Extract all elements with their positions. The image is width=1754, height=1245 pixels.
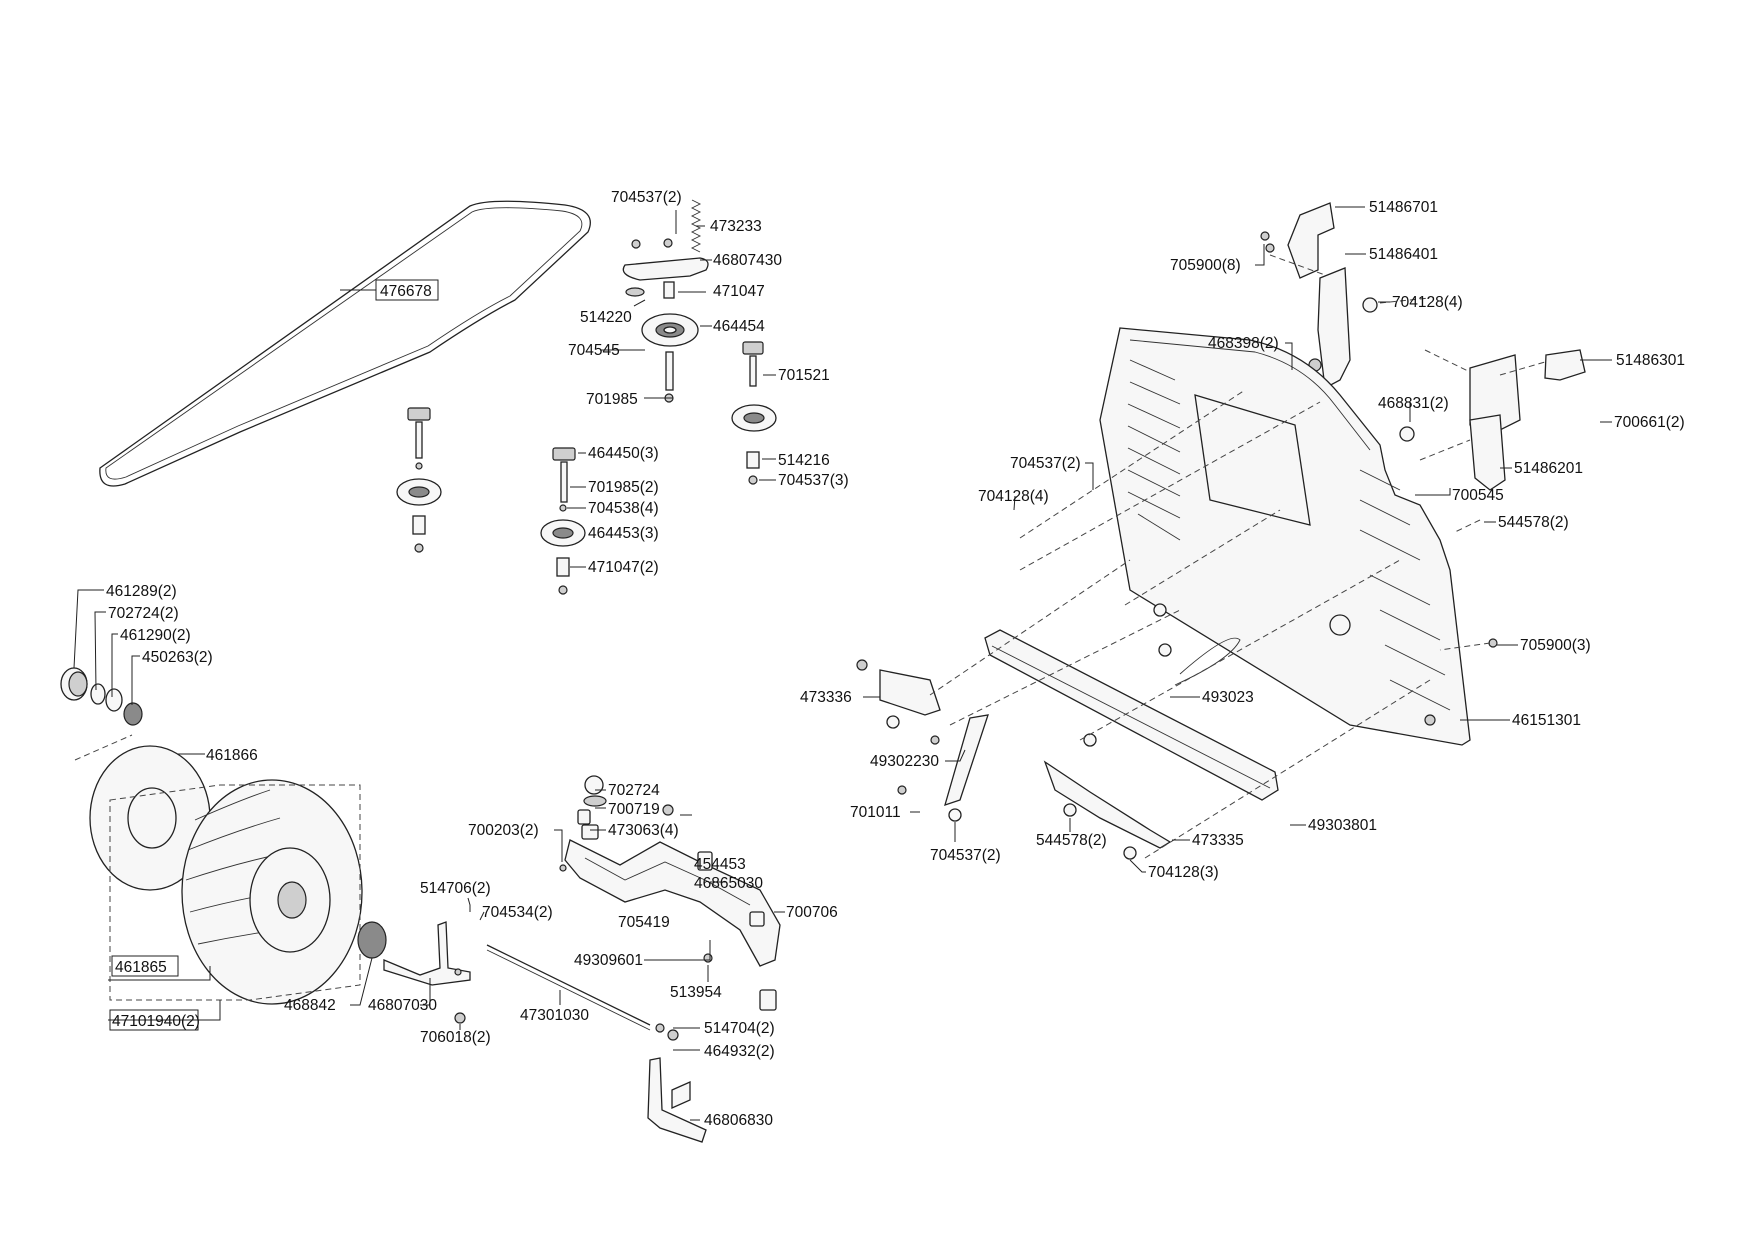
main-plate-46151301 (1099, 327, 1471, 746)
label-704538-4: 704538(4) (588, 500, 659, 517)
label-464454: 464454 (713, 318, 765, 335)
label-705900-8: 705900(8) (1170, 257, 1241, 274)
label-702724: 702724 (608, 782, 660, 799)
label-544578-2-bot: 544578(2) (1036, 832, 1107, 849)
label-704128-4-left: 704128(4) (978, 488, 1049, 505)
label-468842: 468842 (284, 997, 336, 1014)
label-701985: 701985 (586, 391, 638, 408)
label-701011: 701011 (850, 804, 901, 821)
label-700661-2: 700661(2) (1614, 414, 1685, 431)
label-704534-2: 704534(2) (482, 904, 553, 921)
label-461866: 461866 (206, 747, 258, 764)
idler-pulley-belt (396, 407, 442, 553)
label-47101940-2: 47101940(2) (112, 1013, 200, 1030)
label-700203-2: 700203(2) (468, 822, 539, 839)
label-704537-2-top: 704537(2) (611, 189, 682, 206)
idler-pulley-right (731, 341, 777, 485)
label-473335: 473335 (1192, 832, 1244, 849)
label-51486201: 51486201 (1514, 460, 1583, 477)
label-514704-2: 514704(2) (704, 1020, 775, 1037)
label-473063-4: 473063(4) (608, 822, 679, 839)
wheel-assembly (60, 667, 471, 1024)
label-706018-2: 706018(2) (420, 1029, 491, 1046)
label-704537-2-bot: 704537(2) (930, 847, 1001, 864)
idler-pulley-center (540, 447, 586, 595)
label-464932-2: 464932(2) (704, 1043, 775, 1060)
label-704128-3: 704128(3) (1148, 864, 1219, 881)
label-51486301: 51486301 (1616, 352, 1685, 369)
label-51486701: 51486701 (1369, 199, 1438, 216)
label-544578-2-right: 544578(2) (1498, 514, 1569, 531)
link-49302230 (944, 714, 989, 807)
bracket-473336 (879, 669, 941, 716)
part-labels: 476678 704537(2) 473233 46807430 471047 … (106, 189, 1685, 1129)
idler-arm-46807430 (622, 257, 709, 281)
label-454453: 454453 (694, 856, 746, 873)
label-704545: 704545 (568, 342, 620, 359)
label-49303801: 49303801 (1308, 817, 1377, 834)
label-46806830: 46806830 (704, 1112, 773, 1129)
label-47301030: 47301030 (520, 1007, 589, 1024)
label-514220: 514220 (580, 309, 632, 326)
label-704537-3: 704537(3) (778, 472, 849, 489)
label-476678: 476678 (380, 283, 432, 300)
idler-arm-assembly (622, 199, 709, 403)
label-701985-2: 701985(2) (588, 479, 659, 496)
label-471047: 471047 (713, 283, 765, 300)
assembly-lines (74, 254, 1546, 859)
label-514706-2: 514706(2) (420, 880, 491, 897)
label-702724-2: 702724(2) (108, 605, 179, 622)
label-468831-2: 468831(2) (1378, 395, 1449, 412)
label-514216: 514216 (778, 452, 830, 469)
front-axle-assembly (486, 775, 781, 1143)
label-49309601: 49309601 (574, 952, 643, 969)
label-704128-4-top: 704128(4) (1392, 294, 1463, 311)
label-705900-3: 705900(3) (1520, 637, 1591, 654)
label-46807030: 46807030 (368, 997, 437, 1014)
label-461290-2: 461290(2) (120, 627, 191, 644)
leader-lines (73, 206, 1612, 1121)
drive-belt (99, 200, 591, 487)
label-471047-2: 471047(2) (588, 559, 659, 576)
label-468398-2: 468398(2) (1208, 335, 1279, 352)
rail-49303801 (984, 629, 1279, 801)
label-464453-3: 464453(3) (588, 525, 659, 542)
label-700545: 700545 (1452, 487, 1504, 504)
label-49302230: 49302230 (870, 753, 939, 770)
label-700719: 700719 (608, 801, 660, 818)
label-473336: 473336 (800, 689, 852, 706)
label-473233: 473233 (710, 218, 762, 235)
label-464450-3: 464450(3) (588, 445, 659, 462)
label-513954: 513954 (670, 984, 722, 1001)
label-46865030: 46865030 (694, 875, 763, 892)
label-461865: 461865 (115, 959, 167, 976)
label-51486401: 51486401 (1369, 246, 1438, 263)
label-704537-2-mid: 704537(2) (1010, 455, 1081, 472)
label-493023: 493023 (1202, 689, 1254, 706)
label-46151301: 46151301 (1512, 712, 1581, 729)
label-46807430: 46807430 (713, 252, 782, 269)
label-450263-2: 450263(2) (142, 649, 213, 666)
label-705419: 705419 (618, 914, 670, 931)
label-701521: 701521 (778, 367, 830, 384)
label-461289-2: 461289(2) (106, 583, 177, 600)
label-700706: 700706 (786, 904, 838, 921)
